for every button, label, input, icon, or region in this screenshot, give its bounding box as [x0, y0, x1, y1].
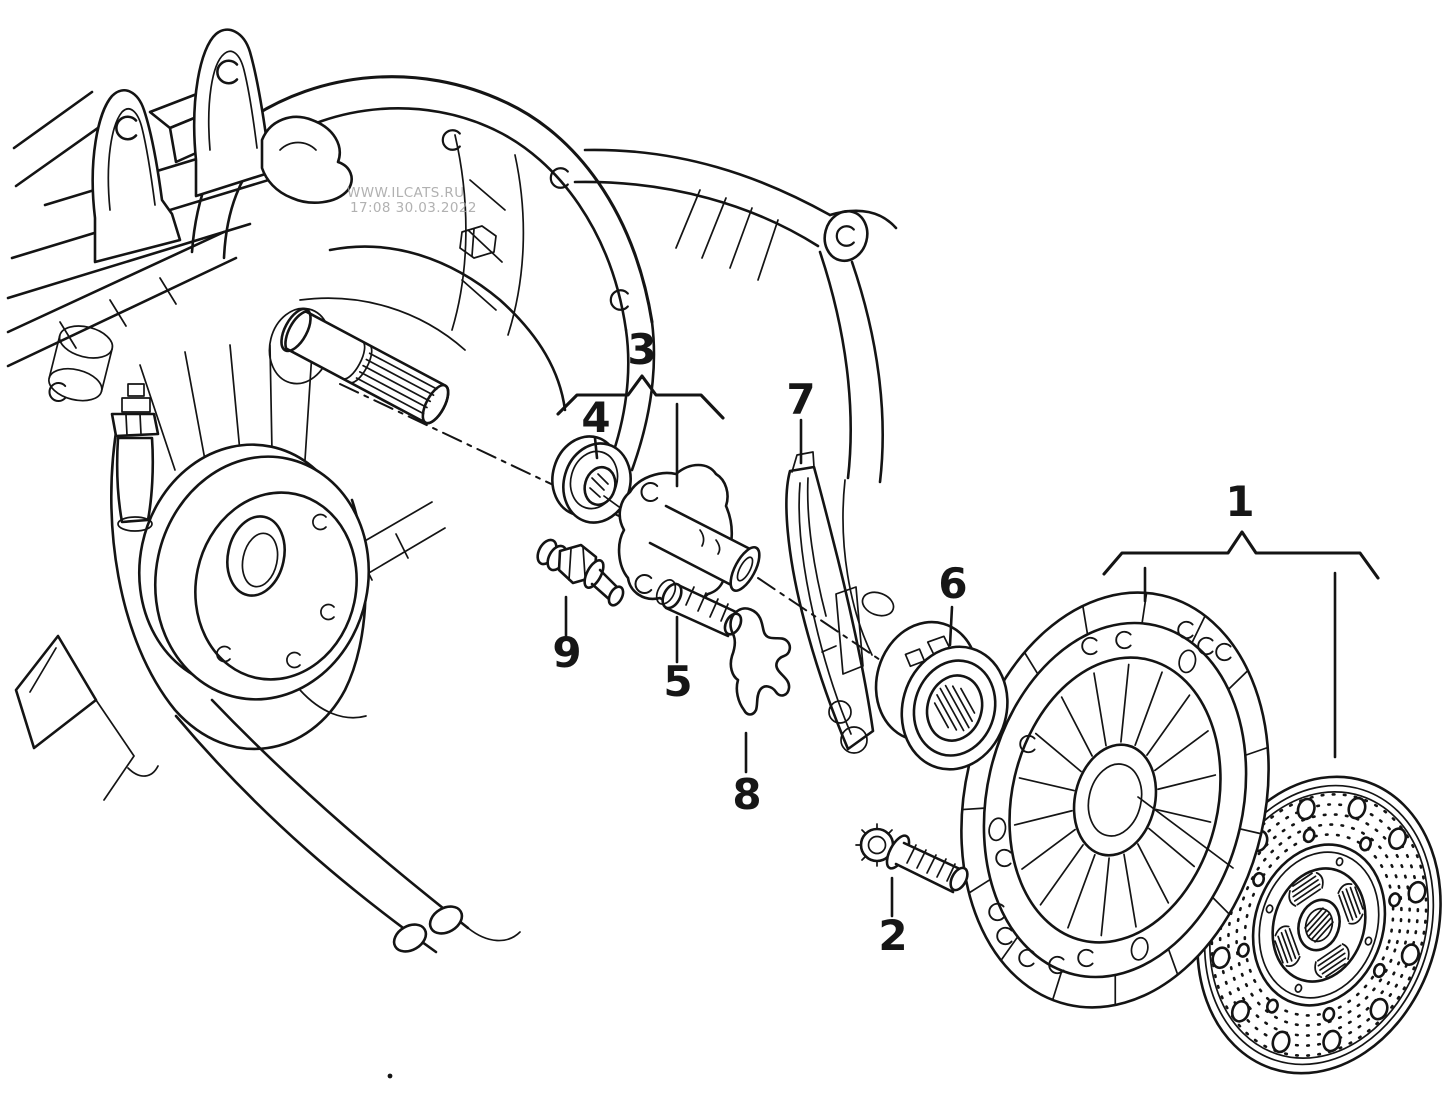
axis-centerline-right — [757, 577, 896, 671]
bracket-3 — [556, 374, 725, 420]
part-9-bolt-art — [536, 538, 625, 607]
clutch-disc-art — [1160, 745, 1445, 1095]
hub-spring-art — [1263, 861, 1375, 988]
callout-3: 3 — [627, 325, 656, 374]
callout-5: 5 — [663, 657, 692, 706]
part-4-seal-art — [551, 435, 649, 529]
callout-6: 6 — [938, 559, 967, 608]
watermark-line-2: 17:08 30.03.2022 — [350, 200, 477, 216]
watermark-line-1: WWW.ILCATS.RU — [347, 185, 464, 201]
scan-dot — [387, 1073, 393, 1079]
callout-7: 7 — [786, 375, 815, 424]
part-2-bolt-art — [855, 823, 969, 894]
callout-2: 2 — [878, 911, 907, 960]
leader-line-6 — [948, 605, 954, 647]
callout-numbers: 1 2 3 4 5 6 7 8 9 — [552, 325, 1254, 960]
callout-1: 1 — [1225, 477, 1254, 526]
breather-plug-art — [110, 383, 160, 532]
part-6-release-bearing-art — [874, 620, 1009, 771]
callout-8: 8 — [732, 770, 761, 819]
drive-flange-art — [137, 443, 371, 701]
leader-line-4 — [593, 436, 599, 460]
callout-9: 9 — [552, 628, 581, 677]
pressure-plate-art — [922, 562, 1309, 1039]
part-5-guide-sleeve-art — [617, 463, 761, 638]
callout-lines — [556, 374, 1380, 918]
callout-4: 4 — [581, 393, 610, 442]
part-7-release-lever-art — [785, 451, 875, 754]
transmission-housing-art — [6, 28, 898, 954]
input-shaft-art — [280, 307, 450, 425]
watermark: WWW.ILCATS.RU 17:08 30.03.2022 — [347, 185, 477, 216]
part-8-clip-art — [729, 607, 792, 716]
pointer-line-disc — [1137, 796, 1234, 869]
bracket-1 — [1102, 530, 1380, 580]
